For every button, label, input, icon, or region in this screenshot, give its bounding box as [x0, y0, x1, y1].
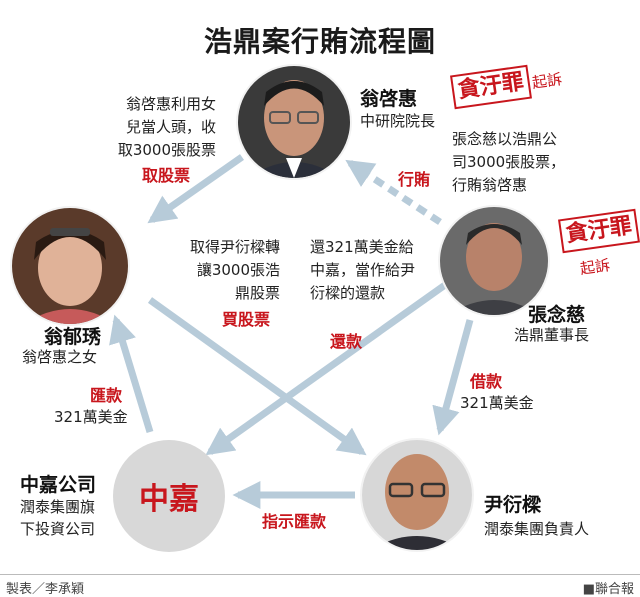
- label-remit: 匯款: [90, 386, 123, 405]
- note-bribe: 張念慈以浩鼎公 司3000張股票， 行賄翁啓惠: [452, 130, 566, 194]
- indicted-chang: 起訴: [578, 255, 612, 278]
- label-take-shares: 取股票: [142, 166, 191, 185]
- name-zhongjia: 中嘉公司: [20, 474, 97, 496]
- role-yin-yen-liang: 潤泰集團負責人: [484, 520, 590, 538]
- footer-divider: [0, 574, 640, 575]
- role-chang-nien-tzu: 浩鼎董事長: [514, 326, 590, 344]
- note-take-shares: 翁啓惠利用女 兒當人頭，收 取3000張股票: [117, 95, 216, 159]
- photo-weng-yu-hsiu: [12, 208, 128, 324]
- name-weng-yu-hsiu: 翁郁琇: [44, 326, 102, 348]
- label-repay: 還款: [330, 332, 363, 351]
- label-instruct-remit: 指示匯款: [262, 512, 327, 531]
- role-zhongjia-line2: 下投資公司: [20, 520, 96, 538]
- arrow-bribe: [345, 159, 442, 225]
- name-chang-nien-tzu: 張念慈: [528, 304, 586, 326]
- photo-yin-yen-liang: [362, 440, 472, 550]
- photo-weng-chi-hui: [238, 66, 350, 178]
- photo-chang-nien-tzu: [440, 207, 548, 315]
- page-title: 浩鼎案行賄流程圖: [203, 25, 436, 58]
- footer-credit: 製表／李承穎: [6, 582, 85, 597]
- label-bribe: 行賄: [398, 170, 431, 189]
- note-repay: 還321萬美金給 中嘉，當作給尹 衍樑的還款: [310, 238, 416, 302]
- label-buy-shares: 買股票: [222, 310, 271, 329]
- role-weng-chi-hui: 中研院院長: [360, 112, 436, 130]
- arrow-buy-shares: [147, 297, 367, 456]
- arrow-borrow: [432, 319, 474, 436]
- name-yin-yen-liang: 尹衍樑: [484, 494, 542, 516]
- label-borrow: 借款: [470, 372, 503, 391]
- arrow-repay: [205, 282, 448, 456]
- amount-remit: 321萬美金: [54, 408, 128, 426]
- name-weng-chi-hui: 翁啓惠: [360, 88, 418, 110]
- note-buy-shares: 取得尹衍樑轉 讓3000張浩 鼎股票: [189, 238, 280, 302]
- role-weng-yu-hsiu: 翁啓惠之女: [22, 348, 98, 366]
- footer-source: ■聯合報: [582, 582, 634, 597]
- arrow-take-shares: [147, 154, 245, 224]
- zhongjia-circle: 中嘉: [113, 440, 225, 552]
- indicted-weng: 起訴: [530, 69, 564, 92]
- role-zhongjia-line1: 潤泰集團旗: [20, 498, 96, 516]
- amount-borrow: 321萬美金: [460, 394, 534, 412]
- arrow-remit: [109, 314, 154, 434]
